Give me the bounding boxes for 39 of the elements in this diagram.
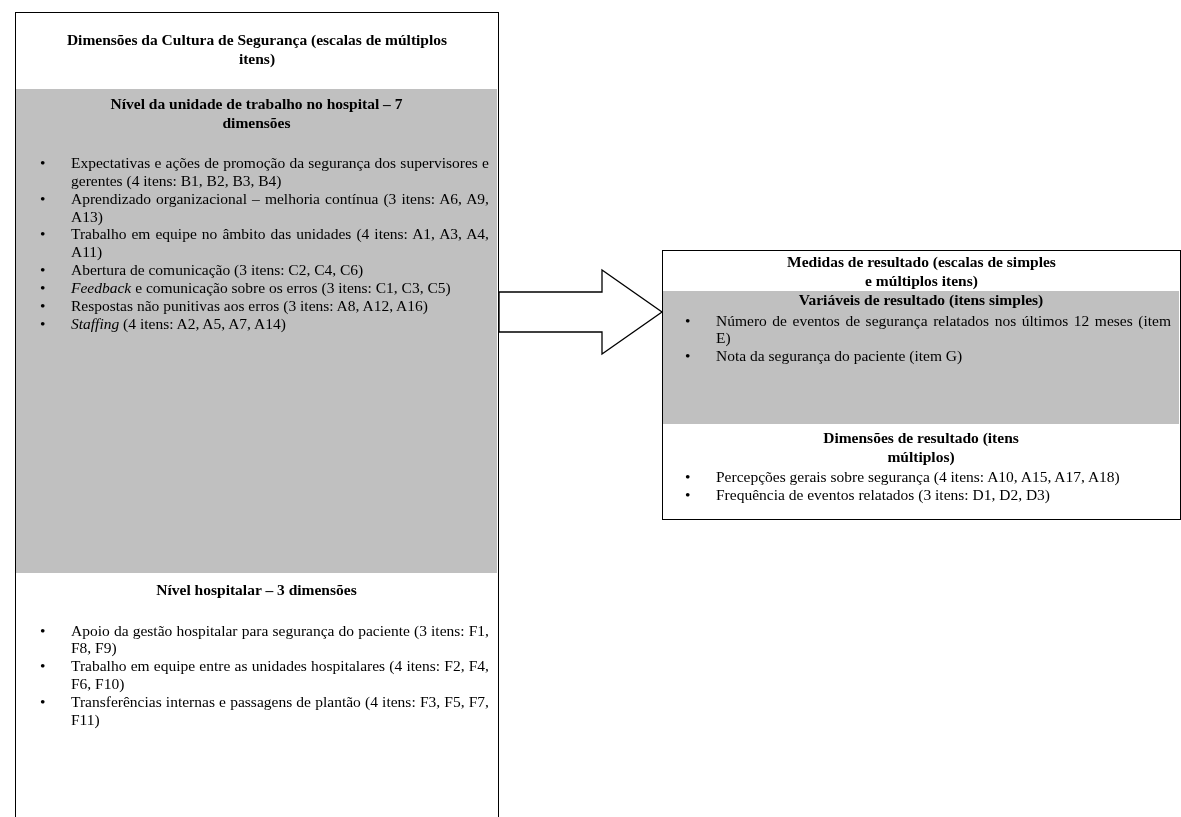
bullet-marker: • (40, 261, 47, 279)
bullet-marker: • (40, 314, 47, 333)
list-item: Aprendizado organizacional – melhoria contínua (3 itens: A6, A9, A13) (71, 189, 489, 226)
list-item: Trabalho em equipe entre as unidades hospitalares (4 itens: F2, F4, F6, F10) (71, 657, 489, 693)
bullet-marker: • (40, 657, 47, 677)
section-heading: Dimensões da Cultura de Segurança (escalas de múltiplos itens) (65, 31, 449, 69)
section-heading: Dimensões de resultado (itens múltiplos) (822, 429, 1020, 467)
bullet-marker: • (40, 189, 47, 209)
section-panel (15, 12, 499, 817)
list-item: Feedback e comunicação sobre os erros (3 itens: C1, C3, C5) (71, 278, 452, 297)
list-item: Apoio da gestão hospitalar para segurança do paciente (3 itens: F1, F8, F9) (71, 621, 489, 658)
section-heading: Nível hospitalar – 3 dimensões (155, 581, 358, 600)
list-item: Nota da segurança do paciente (item G) (716, 347, 964, 366)
list-item: Respostas não punitivas aos erros (3 itens: A8, A12, A16) (71, 296, 429, 315)
list-item: Percepções gerais sobre segurança (4 itens: A10, A15, A17, A18) (716, 468, 1121, 486)
list-item: Frequência de eventos relatados (3 itens: D1, D2, D3) (716, 486, 1051, 504)
section-heading: Nível da unidade de trabalho no hospital – 7 dimensões (109, 95, 404, 133)
list-item: Transferências internas e passagens de plantão (4 itens: F3, F5, F7, F11) (71, 692, 489, 729)
bullet-marker: • (685, 486, 692, 504)
bullet-marker: • (40, 225, 47, 245)
list-item: Expectativas e ações de promoção da segurança dos supervisores e gerentes (4 itens: B1, B2, B3, B4) (71, 154, 489, 190)
bullet-marker: • (40, 296, 47, 315)
block-arrow (498, 268, 664, 356)
section-heading: Variáveis de resultado (itens simples) (797, 291, 1045, 310)
list-item: Trabalho em equipe no âmbito das unidades (4 itens: A1, A3, A4, A11) (71, 225, 489, 262)
list-item: Número de eventos de segurança relatados nos últimos 12 meses (item E) (716, 311, 1171, 348)
section-panel (663, 291, 1179, 424)
bullet-marker: • (40, 154, 47, 174)
bullet-marker: • (685, 311, 692, 331)
section-heading: Medidas de resultado (escalas de simples e múltiplos itens) (786, 253, 1057, 291)
bullet-marker: • (685, 347, 692, 366)
section-panel (662, 250, 1181, 520)
bullet-marker: • (40, 692, 47, 712)
section-panel (16, 89, 497, 573)
bullet-marker: • (685, 468, 692, 486)
list-item: Abertura de comunicação (3 itens: C2, C4, C6) (71, 261, 365, 279)
list-item: Staffing (4 itens: A2, A5, A7, A14) (71, 314, 287, 333)
bullet-marker: • (40, 621, 47, 641)
bullet-marker: • (40, 278, 47, 297)
